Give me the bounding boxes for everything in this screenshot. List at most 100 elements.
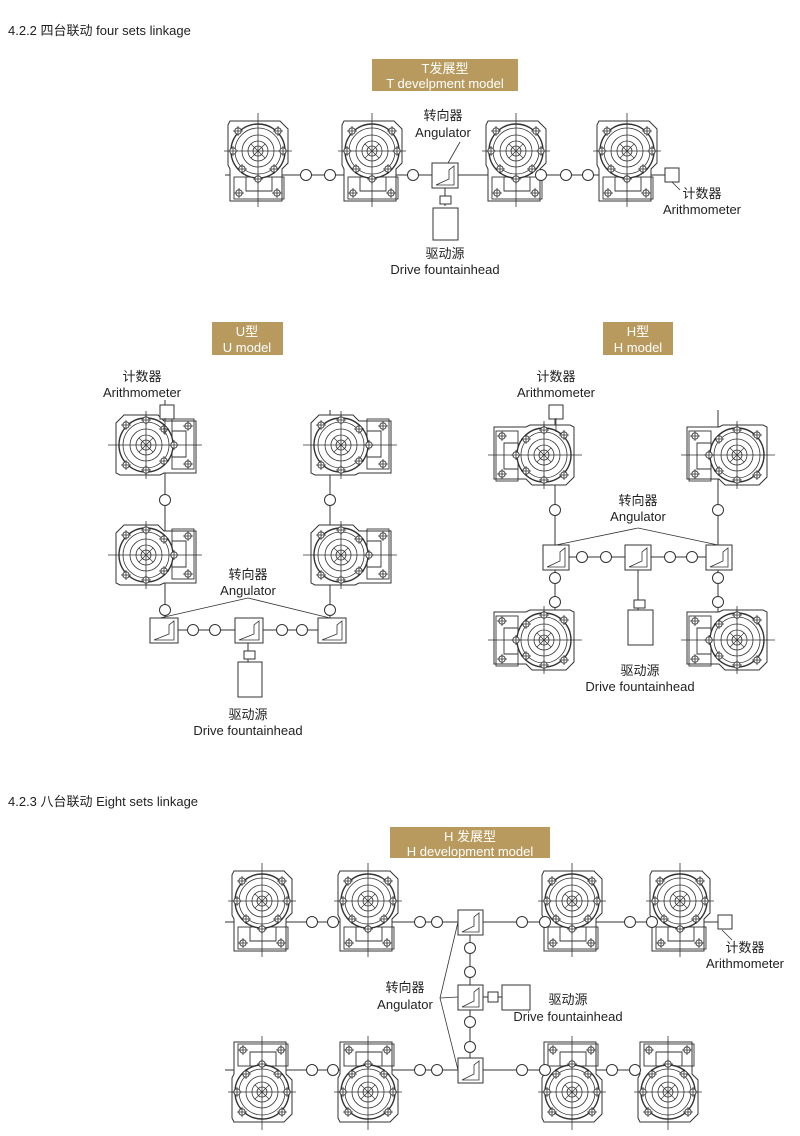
coupling xyxy=(209,624,221,636)
coupling xyxy=(327,1064,339,1076)
leader-line xyxy=(247,597,331,619)
mechanical-drawings xyxy=(108,113,775,1130)
t-drive-en: Drive fountainhead xyxy=(390,262,499,277)
coupling xyxy=(624,916,636,928)
drive-motor xyxy=(487,984,531,1011)
leader-line xyxy=(439,996,459,999)
coupling xyxy=(576,551,588,563)
h-dev-angulator-cn: 转向器 xyxy=(385,980,424,995)
h-dev-model-label: H 发展型 H development model xyxy=(390,827,550,859)
h-dev-angulator-en: Angulator xyxy=(377,997,433,1012)
coupling xyxy=(712,596,724,608)
coupling xyxy=(549,572,561,584)
gear-reducer-unit xyxy=(224,113,292,207)
t-model-title-en: T develpment model xyxy=(386,76,504,91)
coupling xyxy=(664,551,676,563)
drive-motor xyxy=(627,599,654,646)
u-model-title-cn: U型 xyxy=(236,324,258,339)
coupling xyxy=(327,916,339,928)
coupling xyxy=(712,504,724,516)
coupling xyxy=(464,966,476,978)
h-model-label: H型 H model xyxy=(603,322,673,355)
gear-reducer-unit xyxy=(303,521,397,589)
angulator-box xyxy=(457,984,484,1011)
coupling xyxy=(431,1064,443,1076)
u-drive-cn: 驱动源 xyxy=(228,707,267,722)
coupling xyxy=(324,494,336,506)
coupling xyxy=(606,1064,618,1076)
u-drive-en: Drive fountainhead xyxy=(193,723,302,738)
angulator-box xyxy=(624,544,652,571)
h-model-title-cn: H型 xyxy=(627,324,649,339)
coupling xyxy=(539,916,551,928)
h-dev-title-cn: H 发展型 xyxy=(444,829,496,844)
h-dev-drive-cn: 驱动源 xyxy=(548,992,587,1007)
gear-reducer-unit xyxy=(681,421,775,489)
coupling xyxy=(646,916,658,928)
h-dev-counter-cn: 计数器 xyxy=(725,940,764,955)
t-model-title-cn: T发展型 xyxy=(422,61,469,76)
counter-box xyxy=(664,167,680,183)
t-counter-en: Arithmometer xyxy=(663,202,742,217)
t-angulator-cn: 转向器 xyxy=(423,108,462,123)
gear-reducer-unit xyxy=(634,1036,702,1130)
t-counter-cn: 计数器 xyxy=(682,186,721,201)
gear-reducer-unit xyxy=(334,863,402,957)
gear-reducer-unit xyxy=(338,113,406,207)
gear-reducer-unit xyxy=(108,521,202,589)
angulator-box xyxy=(457,1057,484,1084)
coupling xyxy=(324,169,336,181)
gear-reducer-unit xyxy=(488,421,582,489)
drive-motor xyxy=(237,650,263,698)
gear-reducer-unit xyxy=(228,1036,296,1130)
h-drive-cn: 驱动源 xyxy=(620,663,659,678)
gear-reducer-unit xyxy=(482,113,550,207)
leader-line xyxy=(159,597,249,619)
leader-line xyxy=(447,141,461,164)
gear-reducer-unit xyxy=(303,411,397,479)
coupling xyxy=(464,1016,476,1028)
t-drive-cn: 驱动源 xyxy=(425,246,464,261)
u-model-label: U型 U model xyxy=(212,322,283,355)
h-drive-en: Drive fountainhead xyxy=(585,679,694,694)
gear-reducer-unit xyxy=(681,606,775,674)
coupling xyxy=(159,494,171,506)
drive-motor xyxy=(432,195,459,241)
angulator-box xyxy=(234,617,264,644)
h-dev-title-en: H development model xyxy=(407,844,534,859)
coupling xyxy=(187,624,199,636)
coupling xyxy=(686,551,698,563)
coupling xyxy=(535,169,547,181)
coupling xyxy=(306,1064,318,1076)
angulator-box xyxy=(317,617,347,644)
coupling xyxy=(300,169,312,181)
h-dev-drive-en: Drive fountainhead xyxy=(513,1009,622,1024)
section-heading-eight-sets: 4.2.3 八台联动 Eight sets linkage xyxy=(8,794,198,809)
leader-line xyxy=(721,929,733,941)
coupling xyxy=(306,916,318,928)
coupling xyxy=(629,1064,641,1076)
coupling xyxy=(464,942,476,954)
u-angulator-cn: 转向器 xyxy=(228,567,267,582)
gear-reducer-unit xyxy=(646,863,714,957)
coupling xyxy=(549,504,561,516)
coupling xyxy=(431,916,443,928)
coupling xyxy=(560,169,572,181)
coupling xyxy=(549,596,561,608)
gear-reducer-unit xyxy=(108,411,202,479)
coupling xyxy=(464,1041,476,1053)
t-angulator-en: Angulator xyxy=(415,125,471,140)
gear-reducer-unit xyxy=(334,1036,402,1130)
counter-box xyxy=(548,404,564,420)
angulator-box xyxy=(431,162,459,189)
h-counter-en: Arithmometer xyxy=(517,385,596,400)
leader-line xyxy=(671,181,681,191)
coupling xyxy=(324,604,336,616)
coupling xyxy=(516,1064,528,1076)
h-angulator-cn: 转向器 xyxy=(618,493,657,508)
leader-line xyxy=(439,997,459,1071)
t-model-label: T发展型 T develpment model xyxy=(372,59,518,91)
angulator-box xyxy=(705,544,733,571)
gear-reducer-unit xyxy=(538,863,606,957)
counter-box xyxy=(159,404,175,420)
